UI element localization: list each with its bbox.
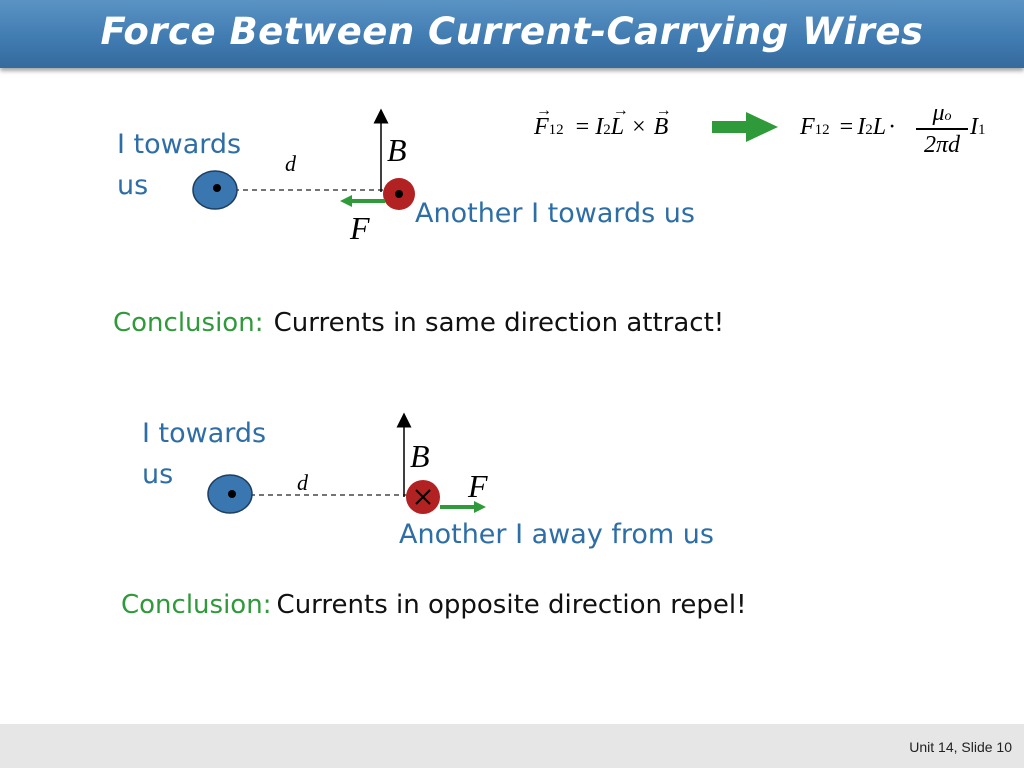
slide-number: Unit 14, Slide 10 bbox=[909, 739, 1012, 755]
eq2-fraction-bar bbox=[916, 128, 968, 130]
wire-2-label: Another I towards us bbox=[415, 198, 695, 229]
force-label-2: F bbox=[468, 468, 488, 504]
equation-1: → F12 =I2 → L × → B bbox=[534, 102, 672, 140]
big-arrow-head bbox=[746, 112, 778, 142]
wire-4-cross-b bbox=[415, 489, 431, 505]
wire-2-dot bbox=[395, 190, 403, 198]
force-arrow-2-head bbox=[474, 501, 486, 513]
conclusion-2-text: Currents in opposite direction repel! bbox=[276, 590, 747, 620]
wire-1-dot bbox=[213, 184, 221, 192]
eq1-I: I bbox=[595, 114, 604, 140]
conclusion-2-label: Conclusion: bbox=[121, 590, 272, 620]
wire-3-label: I towards us bbox=[142, 418, 267, 490]
slide-title: Force Between Current-Carrying Wires bbox=[100, 10, 924, 53]
conclusion-2: Conclusion: Currents in opposite directi… bbox=[121, 590, 747, 620]
wire-1-label: I towards us bbox=[117, 129, 242, 201]
eq1-equals: = bbox=[575, 114, 590, 140]
eq2-I-sub: 2 bbox=[865, 122, 873, 138]
footer-bar bbox=[0, 724, 1024, 768]
eq2-numerator: μo bbox=[916, 100, 968, 127]
eq2-F: F bbox=[800, 114, 815, 140]
wire-3-dot bbox=[228, 490, 236, 498]
eq2-L: L bbox=[872, 114, 887, 140]
eq2-I1: I1 bbox=[970, 114, 986, 141]
conclusion-1-label: Conclusion: bbox=[113, 308, 264, 338]
eq2-mu: μ bbox=[932, 100, 945, 126]
distance-label-2: d bbox=[297, 470, 308, 495]
eq1-I-sub: 2 bbox=[603, 122, 611, 138]
eq2-I: I bbox=[857, 114, 866, 140]
eq1-F: F bbox=[534, 114, 549, 140]
eq2-I1-sub: 1 bbox=[978, 122, 986, 138]
conclusion-1: Conclusion: Currents in same direction a… bbox=[113, 308, 724, 338]
field-label-1: B bbox=[387, 132, 407, 168]
eq1-F-sub: 12 bbox=[548, 122, 564, 138]
equation-2: F12 =I2L· bbox=[800, 114, 898, 141]
eq2-I1-symbol: I bbox=[970, 114, 978, 140]
eq2-F-sub: 12 bbox=[814, 122, 830, 138]
eq1-B: B bbox=[653, 114, 669, 140]
eq2-equals: = bbox=[839, 114, 854, 140]
eq2-denominator: 2πd bbox=[923, 132, 961, 158]
eq2-dot: · bbox=[888, 114, 897, 140]
distance-label-1: d bbox=[285, 151, 296, 176]
force-label-1: F bbox=[350, 210, 370, 246]
big-arrow-shaft bbox=[712, 121, 748, 133]
eq1-cross: × bbox=[632, 114, 646, 140]
field-label-2: B bbox=[410, 438, 430, 474]
eq2-mu-sub: o bbox=[944, 109, 952, 124]
wire-4-label: Another I away from us bbox=[399, 519, 714, 550]
eq1-L: L bbox=[610, 114, 625, 140]
title-bar bbox=[0, 0, 1024, 68]
force-arrow-1-head bbox=[340, 195, 352, 207]
conclusion-1-text: Currents in same direction attract! bbox=[273, 308, 725, 338]
